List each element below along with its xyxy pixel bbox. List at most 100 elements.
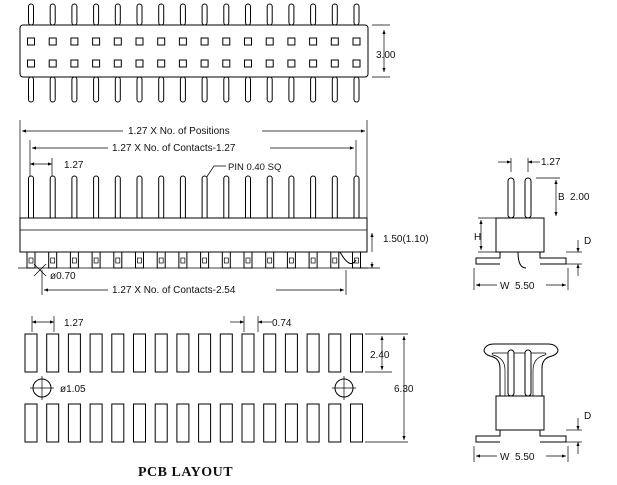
front-tail-slot bbox=[137, 257, 142, 264]
smt-w-label: W bbox=[500, 452, 510, 463]
top-pin-upper bbox=[49, 3, 56, 26]
front-tail bbox=[352, 251, 361, 269]
pcb-pad-bottom bbox=[176, 403, 190, 443]
front-pin bbox=[136, 175, 143, 221]
front-tail-slot bbox=[223, 257, 229, 264]
top-pin-upper bbox=[28, 3, 34, 26]
pin-leader bbox=[205, 165, 226, 179]
front-tail-slot bbox=[115, 257, 121, 264]
pcb-pad-top bbox=[67, 333, 81, 373]
smt-lead-right bbox=[539, 430, 567, 443]
pcb-total-label: 6.30 bbox=[394, 384, 414, 395]
pcb-pad-bottom bbox=[241, 403, 255, 443]
top-contact-square bbox=[178, 59, 187, 68]
side-b-label: B bbox=[558, 192, 565, 203]
top-pin-lower bbox=[223, 76, 230, 103]
dim-hole-label: ø0.70 bbox=[50, 271, 76, 282]
top-pin-lower bbox=[288, 76, 295, 103]
top-pin-lower bbox=[201, 76, 208, 103]
front-tail-slot bbox=[158, 257, 164, 264]
front-pin bbox=[179, 175, 186, 221]
side-pitch-label: 1.27 bbox=[541, 157, 561, 168]
front-tail bbox=[69, 251, 79, 269]
top-pin-upper bbox=[201, 3, 208, 26]
top-contact-square bbox=[200, 59, 209, 68]
pcb-pad-bottom bbox=[284, 403, 298, 443]
front-pin bbox=[201, 175, 208, 221]
top-contact-square bbox=[330, 37, 339, 46]
front-pin bbox=[331, 175, 338, 221]
dim-pitch-label: 1.27 bbox=[64, 160, 84, 171]
front-tail-slot bbox=[354, 257, 359, 264]
side-pin-1 bbox=[507, 177, 515, 219]
pcb-pad-top bbox=[111, 333, 125, 373]
pcb-pad-bottom bbox=[46, 403, 60, 443]
front-tail bbox=[200, 251, 210, 269]
pcb-pitch-label: 1.27 bbox=[64, 318, 84, 329]
pcb-pad-top bbox=[176, 333, 190, 373]
top-pin-lower bbox=[28, 76, 34, 103]
front-pin bbox=[310, 175, 317, 221]
pcb-pad-top bbox=[24, 333, 38, 373]
top-contact-square bbox=[200, 37, 209, 46]
front-tail bbox=[178, 251, 188, 269]
front-tail bbox=[330, 251, 340, 269]
top-contacts bbox=[27, 37, 361, 68]
pcb-pad-top bbox=[46, 333, 60, 373]
top-pin-lower bbox=[353, 76, 360, 103]
dim-bottom-label: 1.27 X No. of Contacts-2.54 bbox=[112, 285, 236, 296]
front-tail-slot bbox=[289, 257, 294, 264]
front-tail bbox=[48, 251, 58, 269]
front-pin bbox=[114, 175, 121, 221]
pcb-pad-bottom bbox=[328, 403, 342, 443]
pcb-hole-label: ø1.05 bbox=[60, 384, 86, 395]
top-pin-lower bbox=[114, 76, 121, 103]
top-contact-square bbox=[178, 37, 187, 46]
top-pin-upper bbox=[288, 3, 295, 26]
front-tail-slot bbox=[332, 257, 338, 264]
top-pin-lower bbox=[49, 76, 56, 103]
top-contact-square bbox=[244, 37, 252, 46]
pcb-pad-top bbox=[133, 333, 146, 373]
pcb-gap-label: 0.74 bbox=[272, 318, 292, 329]
front-pin bbox=[71, 175, 78, 221]
pcb-pad-len-label: 2.40 bbox=[370, 350, 390, 361]
pcb-pad-bottom bbox=[154, 403, 168, 443]
pcb-pad-bottom bbox=[219, 403, 233, 443]
top-pin-upper bbox=[245, 3, 251, 26]
top-contact-square bbox=[265, 37, 274, 46]
smt-pin-1 bbox=[507, 349, 515, 397]
top-pin-lower bbox=[136, 76, 143, 103]
smt-lead-left bbox=[475, 430, 501, 443]
top-contact-square bbox=[70, 37, 79, 46]
top-pin-lower bbox=[310, 76, 317, 103]
top-contact-square bbox=[352, 37, 361, 46]
side-w-value: 5.50 bbox=[515, 281, 535, 292]
top-contact-square bbox=[70, 59, 79, 68]
front-end-curve bbox=[339, 251, 357, 265]
front-tail bbox=[156, 251, 166, 269]
top-contact-square bbox=[309, 37, 318, 46]
front-view: 1.27 X No. of Positions 1.27 X No. of Co… bbox=[18, 120, 429, 296]
top-contact-square bbox=[157, 59, 166, 68]
side-lead-left bbox=[475, 252, 501, 265]
front-tails bbox=[26, 251, 361, 269]
front-tail-slot bbox=[28, 257, 34, 264]
pcb-pad-top bbox=[284, 333, 298, 373]
dim-standoff-label: 1.50(1.10) bbox=[383, 234, 429, 245]
front-pin bbox=[266, 175, 273, 221]
top-contact-square bbox=[135, 59, 144, 68]
side-lead-hook bbox=[517, 251, 527, 269]
front-tail bbox=[26, 251, 36, 269]
top-contact-square bbox=[352, 59, 361, 68]
top-pin-lower bbox=[266, 76, 273, 103]
top-pin-lower bbox=[71, 76, 78, 103]
top-contact-square bbox=[113, 37, 122, 46]
front-tail bbox=[135, 251, 144, 269]
front-tail-slot bbox=[93, 257, 99, 264]
smt-cap-outline bbox=[483, 343, 559, 396]
top-contact-square bbox=[27, 59, 35, 68]
top-contact-square bbox=[222, 59, 231, 68]
pcb-pad-top bbox=[198, 333, 212, 373]
